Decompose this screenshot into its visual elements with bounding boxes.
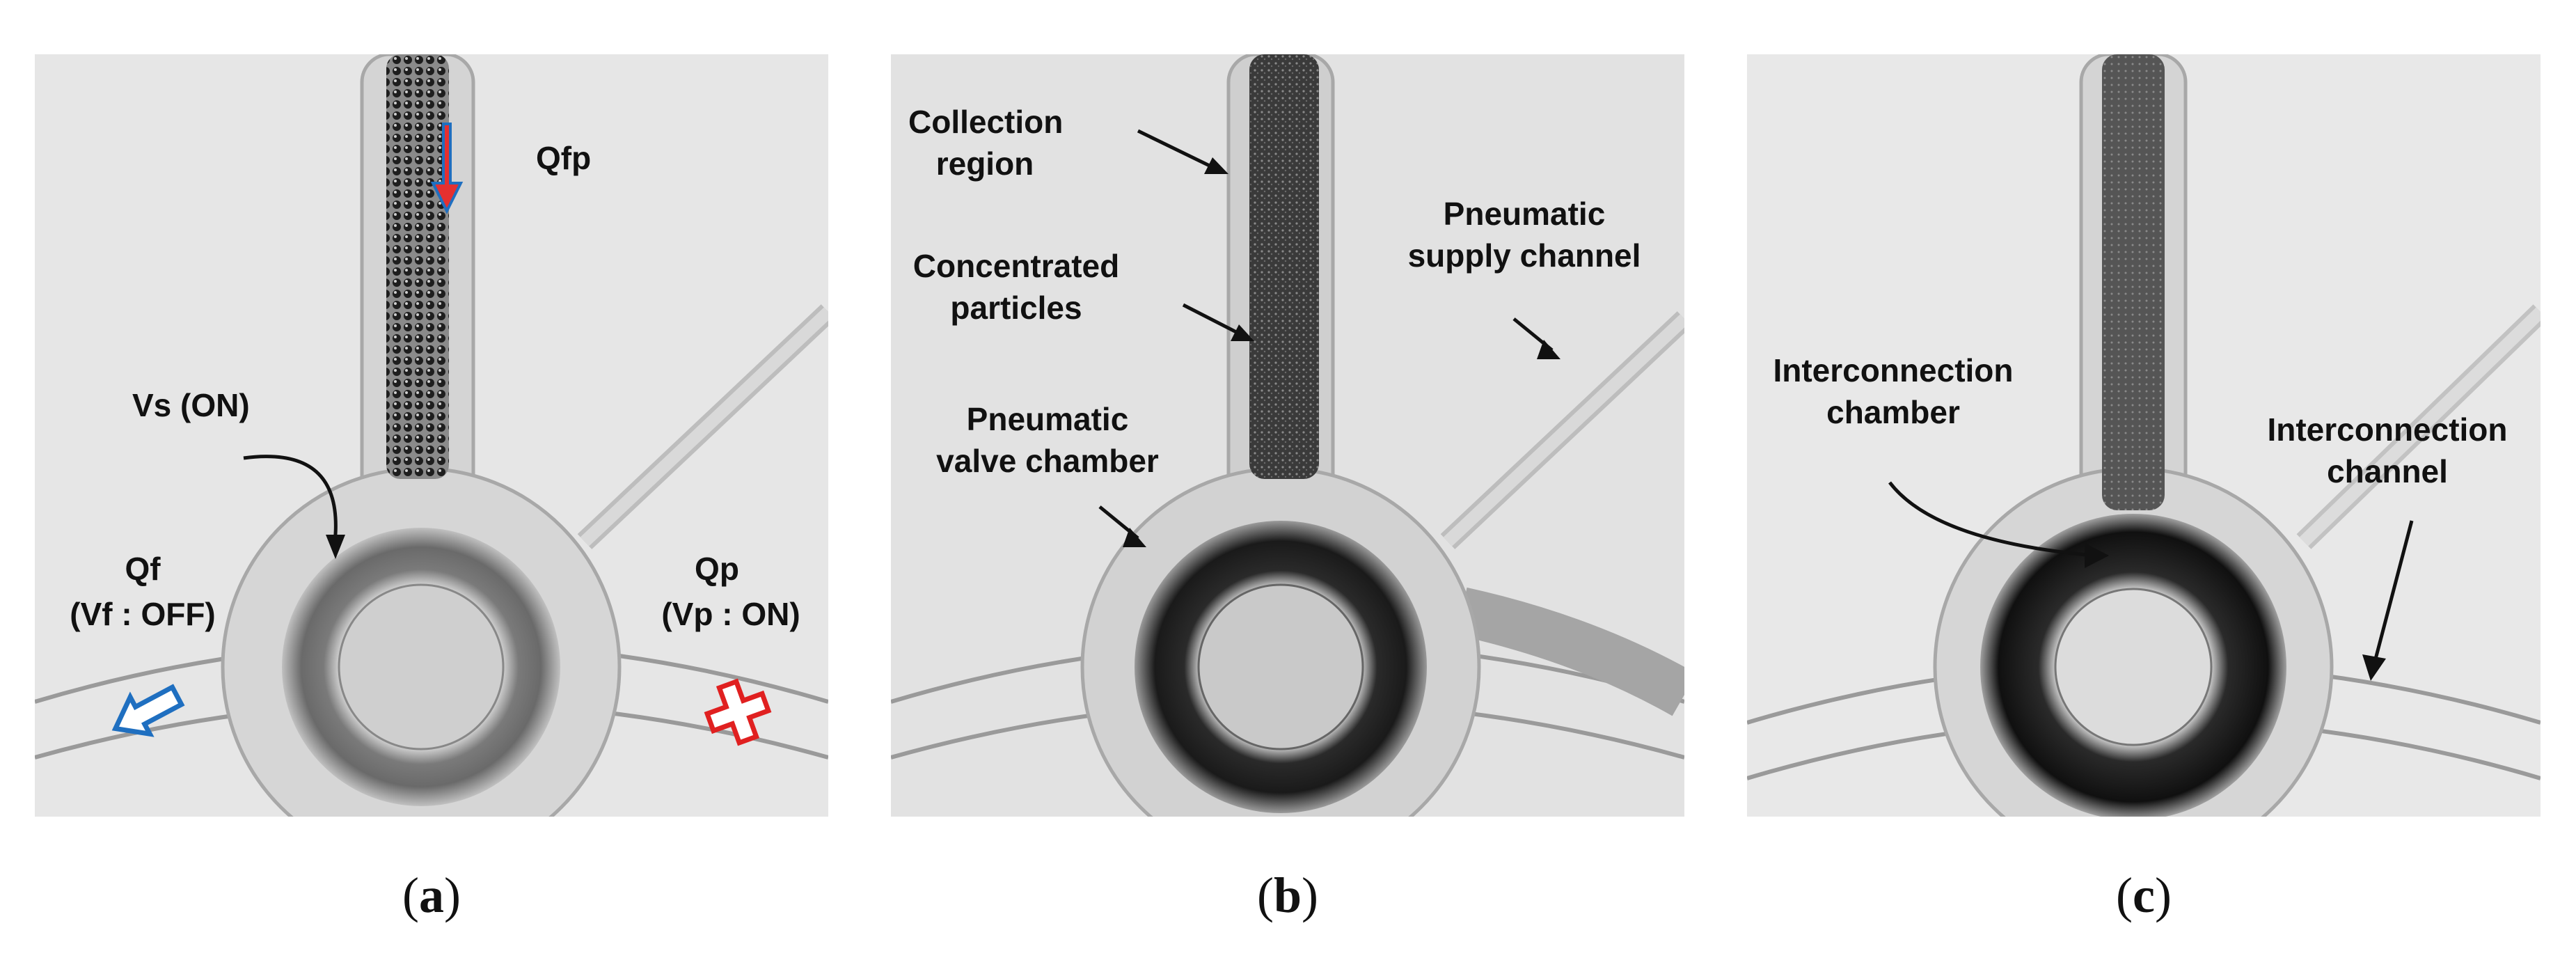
label-concentrated: Concentrated [912,248,1120,284]
label-interconnection-chamber-2: chamber [1826,394,1960,430]
panel-a-micrograph: Qfp Vs (ON) Qf (Vf : OFF) Qp (Vp : ON) [35,54,828,817]
label-collection: Collection [908,104,1064,140]
label-supply-channel: supply channel [1407,237,1641,274]
panel-c-micrograph: Interconnection chamber Interconnection … [1747,54,2541,817]
label-interconnection-channel-2: channel [2327,453,2448,489]
panel-b-image [891,54,1684,817]
label-pneumatic-supply: Pneumatic [1443,196,1606,232]
label-vs-on: Vs (ON) [132,387,250,423]
label-region: region [935,146,1034,182]
label-pneumatic-valve: Pneumatic [966,401,1129,437]
label-qf: Qf [125,551,161,587]
label-valve-chamber: valve chamber [936,443,1159,479]
label-interconnection-channel-1: Interconnection [2267,411,2508,448]
label-vf-off: (Vf : OFF) [70,596,216,632]
label-interconnection-chamber-1: Interconnection [1773,352,2014,388]
caption-b: (b) [1256,867,1318,923]
panel-a-image [35,54,828,817]
blocked-cross-icon [704,678,772,746]
panel-b-micrograph: Collection region Concentrated particles… [891,54,1684,817]
label-particles: particles [950,290,1082,326]
label-qfp: Qfp [536,140,592,176]
flow-direction-arrow-icon [111,684,185,737]
caption-a: (a) [402,867,461,923]
caption-c: (c) [2116,867,2172,923]
down-flow-arrow-icon [430,123,464,214]
panel-c-image [1747,54,2541,817]
label-qp: Qp [695,551,739,587]
label-vp-on: (Vp : ON) [661,596,800,632]
